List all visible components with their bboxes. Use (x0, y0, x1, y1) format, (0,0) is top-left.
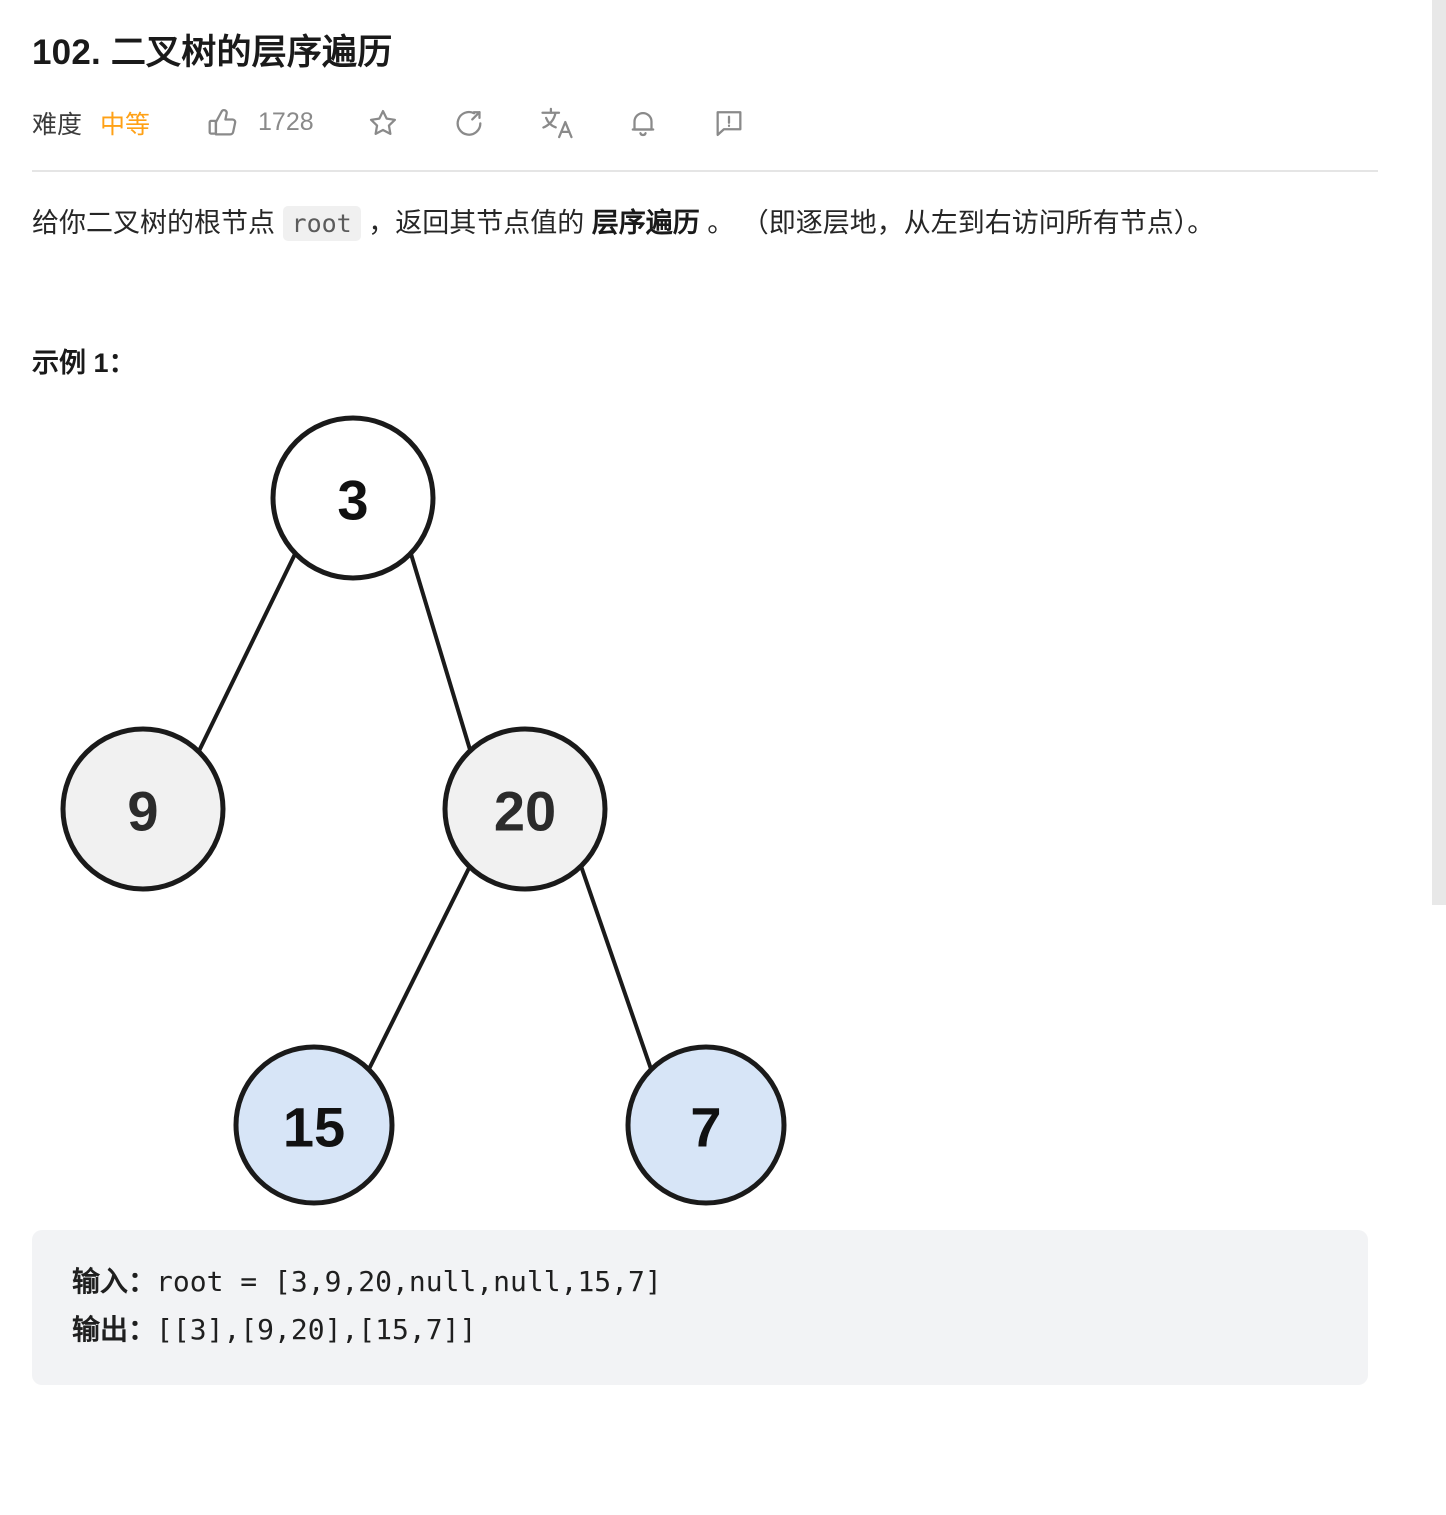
tree-node-right-left (233, 1044, 395, 1206)
tree-node-right-label: 20 (494, 780, 556, 843)
problem-meta-row: 难度 中等 1728 (32, 100, 1378, 146)
translate-icon (538, 105, 574, 141)
thumbs-up-icon (206, 106, 240, 140)
example-heading: 示例 1： (32, 348, 136, 379)
translate-button[interactable] (538, 105, 574, 141)
tree-node-right (442, 726, 608, 892)
output-label: 输出： (72, 1313, 157, 1347)
share-button[interactable] (452, 106, 486, 140)
edge-root-right (409, 553, 473, 754)
example-code-block: 输入：root = [3,9,20,null,null,15,7] 输出：[[3… (32, 1230, 1368, 1385)
difficulty-value[interactable]: 中等 (100, 110, 151, 139)
page-scrollbar-thumb[interactable] (1432, 0, 1446, 905)
problem-content: 102. 二叉树的层序遍历 难度 中等 1728 (30, 33, 1380, 1385)
input-label: 输入： (72, 1265, 157, 1299)
difficulty-label: 难度 (32, 110, 83, 139)
star-icon (366, 106, 400, 140)
header-divider (32, 169, 1378, 172)
report-icon (712, 106, 746, 140)
binary-tree-diagram: 3 9 20 15 7 (30, 414, 850, 1214)
description-part-2: ，返回其节点值的 (360, 207, 592, 238)
notification-button[interactable] (626, 106, 660, 140)
description-strong: 层序遍历 (591, 207, 700, 238)
problem-description: 给你二叉树的根节点 root ，返回其节点值的 层序遍历 。 （即逐层地，从左到… (32, 202, 1380, 246)
edge-root-left (196, 553, 297, 755)
tree-node-right-right (625, 1044, 787, 1206)
edge-right-rr (579, 865, 653, 1070)
example-output-line: 输出：[[3],[9,20],[15,7]] (72, 1306, 1328, 1354)
like-count: 1728 (258, 108, 314, 136)
tree-svg: 3 9 20 15 7 (60, 415, 787, 1206)
favorite-button[interactable] (366, 106, 400, 140)
share-icon (452, 106, 486, 140)
problem-page: 102. 二叉树的层序遍历 难度 中等 1728 (30, 33, 1380, 1385)
bell-icon (626, 106, 660, 140)
page-title: 102. 二叉树的层序遍历 (32, 33, 393, 72)
tree-node-right-left-label: 15 (283, 1096, 345, 1159)
tree-node-left-label: 9 (127, 780, 158, 843)
tree-edges (196, 553, 653, 1071)
example-input-line: 输入：root = [3,9,20,null,null,15,7] (72, 1258, 1328, 1306)
description-part-3: 。 （即逐层地，从左到右访问所有节点）。 (699, 207, 1215, 238)
tree-node-right-right-label: 7 (690, 1096, 721, 1159)
description-part-1: 给你二叉树的根节点 (32, 207, 283, 238)
output-value: [[3],[9,20],[15,7]] (156, 1313, 477, 1347)
edge-right-rl (367, 865, 472, 1071)
tree-node-left (60, 726, 226, 892)
tree-node-root-label: 3 (337, 469, 368, 532)
tree-nodes: 3 9 20 15 7 (60, 415, 787, 1206)
report-button[interactable] (712, 106, 746, 140)
page-scrollbar-track[interactable] (1432, 0, 1446, 1515)
inline-code-root: root (282, 205, 361, 241)
tree-node-root (270, 415, 436, 581)
input-value: root = [3,9,20,null,null,15,7] (156, 1265, 662, 1299)
like-button[interactable]: 1728 (206, 106, 314, 140)
